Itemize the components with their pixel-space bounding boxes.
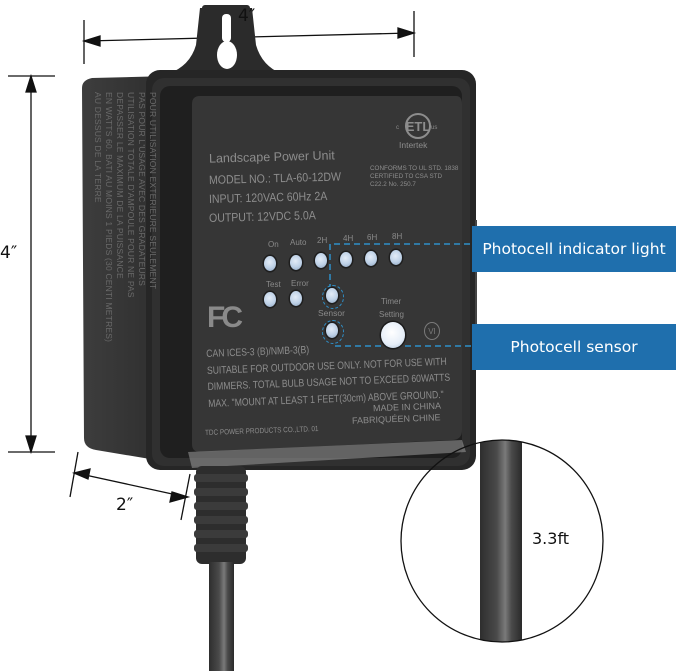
intertek-label: Intertek bbox=[399, 140, 428, 150]
cord-detail-circle bbox=[400, 439, 604, 643]
led-label-auto: Auto bbox=[290, 238, 307, 247]
led-label-test: Test bbox=[266, 280, 281, 289]
led-8h bbox=[390, 250, 402, 265]
hanging-tab bbox=[168, 5, 282, 74]
photocell-sensor-ring bbox=[322, 320, 344, 344]
height-label: 4″ bbox=[0, 243, 18, 263]
led-label-8h: 8H bbox=[392, 232, 403, 241]
led-label-4h: 4H bbox=[343, 234, 354, 243]
etl-logo-icon: ETL bbox=[405, 113, 431, 139]
power-cord bbox=[209, 562, 234, 671]
width-label: 4″ bbox=[238, 6, 256, 26]
photocell-indicator-ring bbox=[322, 285, 344, 309]
led-2h bbox=[315, 253, 327, 268]
depth-label: 2″ bbox=[116, 495, 134, 515]
device-front-face bbox=[192, 96, 462, 452]
led-4h bbox=[340, 252, 352, 267]
svg-text:ETL: ETL bbox=[406, 119, 431, 134]
led-error bbox=[290, 291, 302, 306]
led-label-on: On bbox=[268, 240, 279, 249]
depth-dimension-line bbox=[69, 451, 191, 521]
cord-length-label: 3.3ft bbox=[532, 529, 570, 548]
led-test bbox=[264, 292, 276, 307]
led-label-6h: 6H bbox=[367, 233, 378, 242]
led-auto bbox=[290, 255, 302, 270]
sensor-label: Sensor bbox=[318, 308, 345, 318]
fcc-logo-icon: FC bbox=[207, 301, 243, 334]
led-on bbox=[264, 256, 276, 271]
led-6h bbox=[365, 251, 377, 266]
photocell-indicator-callout: Photocell indicator light bbox=[472, 226, 676, 272]
led-label-2h: 2H bbox=[317, 236, 328, 245]
cord-strain-relief bbox=[194, 466, 248, 564]
height-dimension-line bbox=[8, 73, 55, 455]
output-rating: OUTPUT: 12VDC 5.0A bbox=[208, 208, 316, 225]
timer-label: Timer bbox=[381, 297, 402, 306]
callout-leaders bbox=[329, 243, 472, 347]
photocell-sensor bbox=[326, 323, 338, 338]
setting-label: Setting bbox=[379, 310, 404, 319]
vi-efficiency-mark: VI bbox=[424, 322, 440, 340]
etl-cert-mark: ETL c us Intertek bbox=[393, 106, 443, 154]
photocell-indicator-led bbox=[326, 288, 338, 303]
timer-setting-button[interactable] bbox=[381, 322, 405, 348]
led-label-error: Error bbox=[291, 279, 309, 288]
safety-notice: CAN ICES-3 (B)/NMB-3(B) SUITABLE FOR OUT… bbox=[206, 344, 451, 410]
conformance-text: CONFORMS TO UL STD. 1838 CERTIFIED TO CS… bbox=[370, 165, 459, 188]
photocell-sensor-callout: Photocell sensor bbox=[472, 324, 676, 370]
